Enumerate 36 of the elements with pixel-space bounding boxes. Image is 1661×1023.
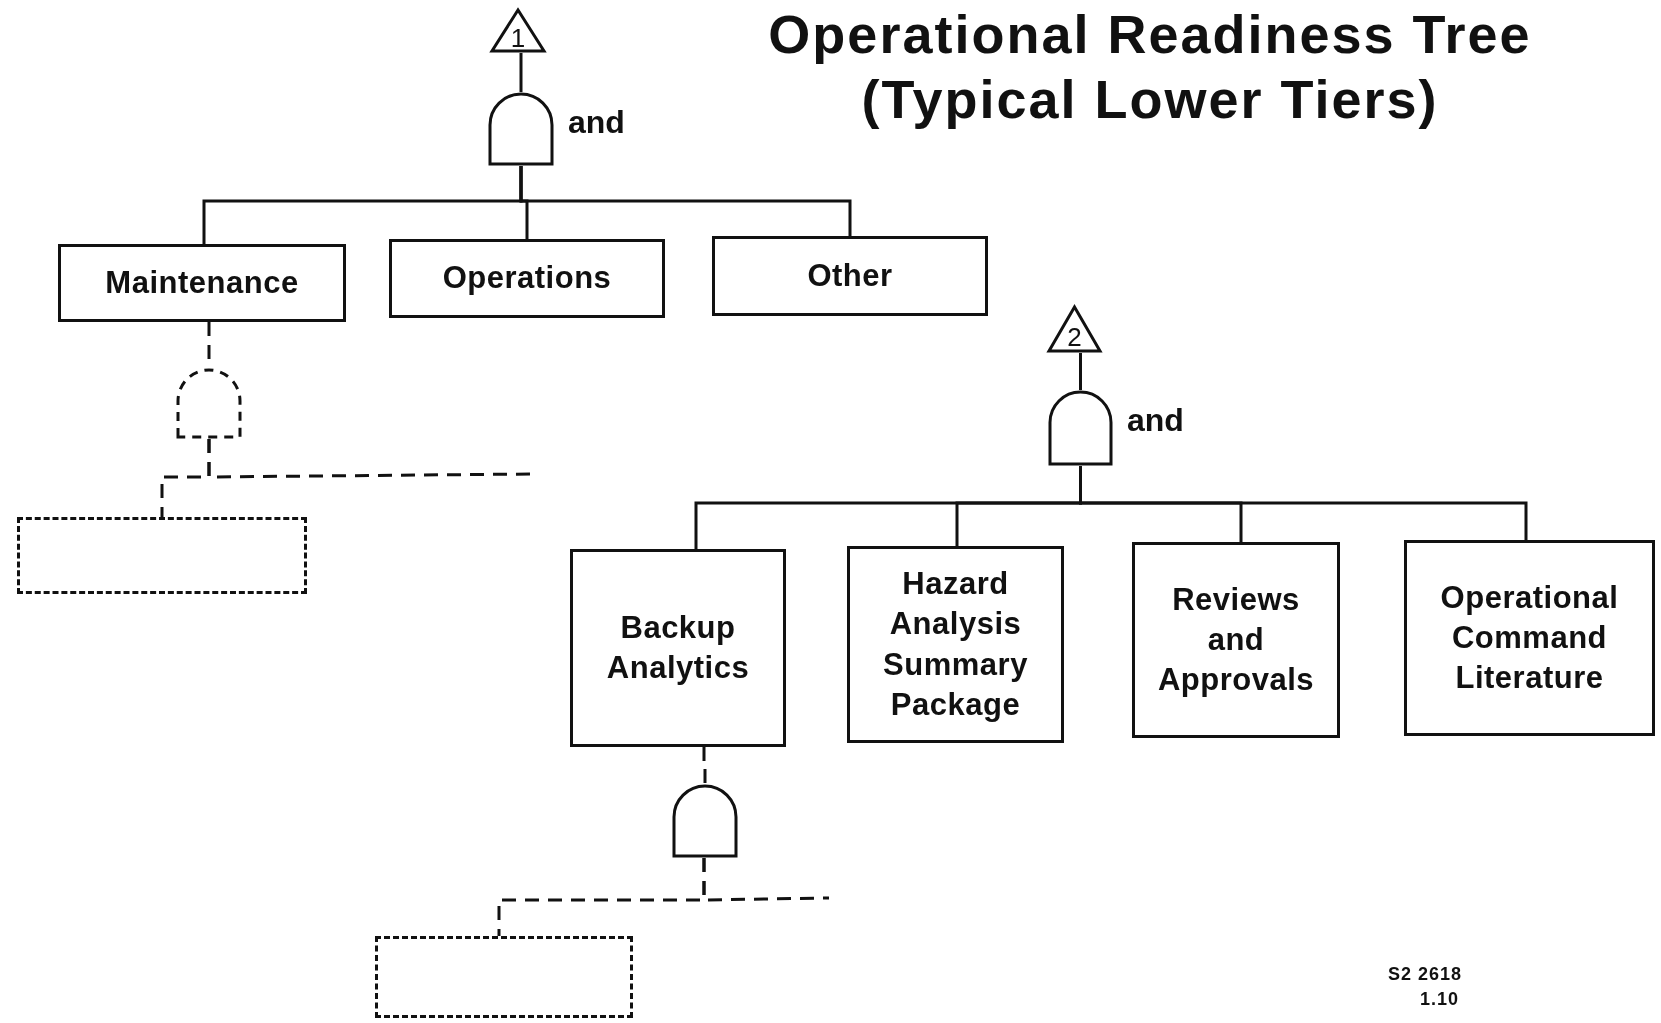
figure-code: 1.10: [1420, 989, 1460, 1010]
diagram-title: Operational Readiness Tree (Typical Lower Tiers): [767, 3, 1533, 131]
event-box: [58, 244, 346, 322]
dashed-connector: [702, 747, 707, 784]
connector: [1079, 353, 1082, 390]
gate-label: and: [1127, 402, 1184, 439]
event-box: [570, 549, 786, 747]
and-gate: [1048, 390, 1113, 466]
event-label: Other: [807, 256, 893, 295]
event-label: Reviews and Approvals: [1156, 580, 1316, 700]
event-box: [712, 236, 988, 316]
event-box: [1404, 540, 1655, 736]
dashed-event-box: [17, 517, 307, 594]
figure-code: S2 2618: [1388, 964, 1463, 985]
event-label: Backup Analytics: [605, 608, 751, 687]
event-box: [847, 546, 1064, 743]
transfer-triangle: [1047, 305, 1102, 353]
event-label: Operational Command Literature: [1439, 578, 1620, 698]
and-gate: [672, 784, 738, 858]
transfer-number: 2: [1067, 321, 1082, 353]
dashed-and-gate: [176, 368, 242, 439]
event-label: Maintenance: [105, 263, 299, 302]
transfer-triangle: [490, 8, 546, 53]
connector: [1079, 466, 1528, 540]
dashed-connector: [702, 858, 830, 902]
connector: [519, 166, 852, 236]
and-gate: [488, 92, 554, 166]
connector: [519, 53, 523, 92]
gate-label: and: [568, 104, 625, 141]
event-label: Operations: [442, 259, 612, 298]
event-box: [1132, 542, 1340, 738]
event-label: Hazard Analysis Summary Package: [882, 564, 1029, 724]
transfer-number: 1: [510, 23, 526, 54]
event-box: [389, 239, 665, 318]
dashed-event-box: [375, 936, 633, 1018]
dashed-connector: [207, 439, 532, 479]
